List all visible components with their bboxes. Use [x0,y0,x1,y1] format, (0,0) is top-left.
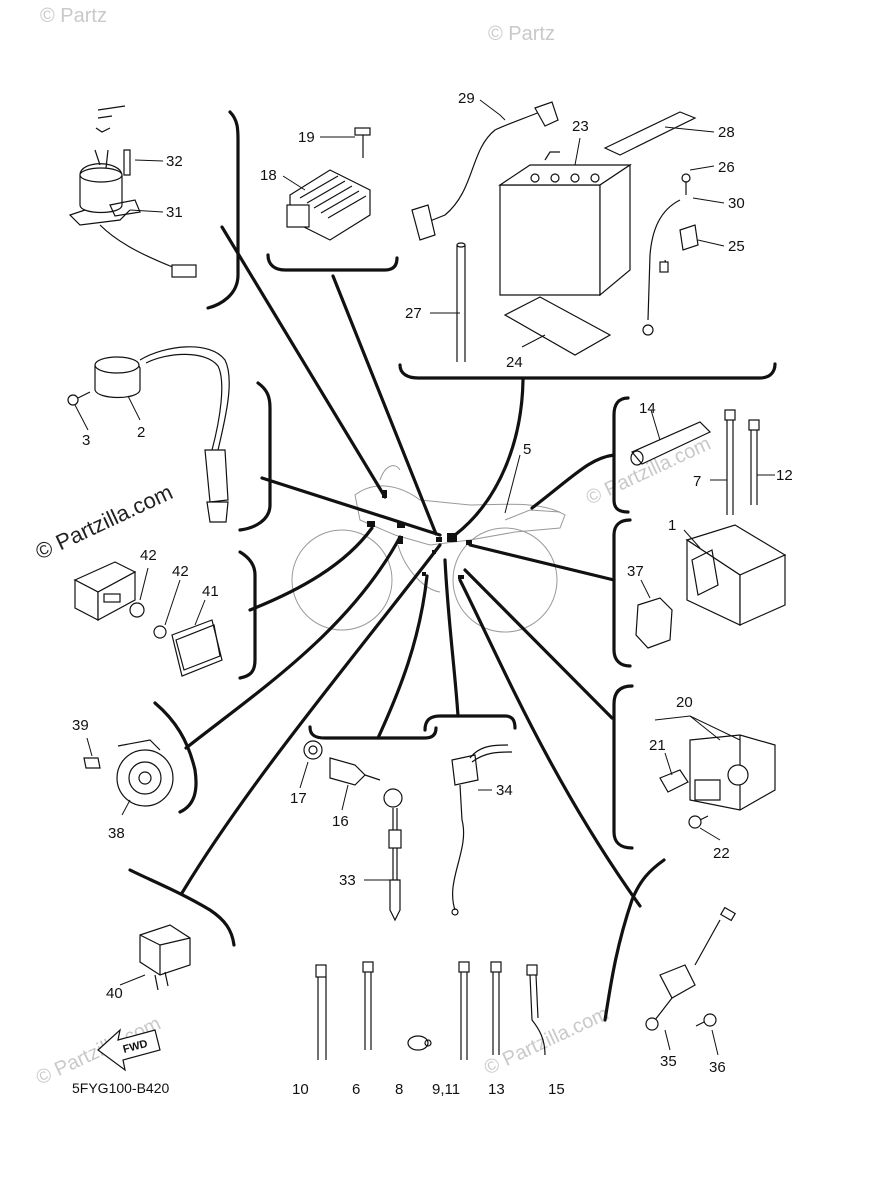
watermark-bottom-mid: © Partzilla.com [481,1003,612,1080]
horn-part [83,739,174,807]
callout-36: 36 [709,1059,726,1076]
callout-21: 21 [649,737,666,754]
callout-numbers: 29 23 28 26 30 25 27 24 19 18 32 31 2 3 … [72,90,793,1098]
rectifier-regulator-part [286,127,371,241]
callout-42-right: 42 [172,563,189,580]
callout-42-left: 42 [140,547,157,564]
callout-10: 10 [292,1081,309,1098]
callout-1: 1 [668,517,676,534]
callout-12: 12 [776,467,793,484]
callout-7: 7 [693,473,701,490]
callout-41: 41 [202,583,219,600]
flasher-relay-part [139,924,191,991]
callout-25: 25 [728,238,745,255]
callout-17: 17 [290,790,307,807]
callout-2: 2 [137,424,145,441]
pointer-lines [74,99,775,1056]
brake-switch-part [645,906,737,1031]
callout-22: 22 [713,845,730,862]
callout-16: 16 [332,813,349,830]
reflector-part [73,561,223,677]
watermark-top-right: © Partz [488,23,555,45]
cable-ties-part [315,961,546,1060]
motorcycle-outline [291,465,566,633]
leader-lines [180,225,642,908]
watermark-top-left: © Partz [40,5,107,27]
callout-35: 35 [660,1053,677,1070]
callout-33: 33 [339,872,356,889]
callout-29: 29 [458,90,475,107]
battery-part [411,101,699,362]
callout-24: 24 [506,354,523,371]
callout-13: 13 [488,1081,505,1098]
callout-15: 15 [548,1081,565,1098]
pipe-and-ties-part [630,409,760,515]
thermo-switch-part [451,744,513,916]
forward-arrow: FWD [97,1028,161,1072]
neutral-switch-part [303,740,403,922]
callout-39: 39 [72,717,89,734]
callout-31: 31 [166,204,183,221]
callout-23: 23 [572,118,589,135]
callout-32: 32 [166,153,183,170]
main-switch-part [68,105,197,278]
callout-34: 34 [496,782,513,799]
callout-9-11: 9,11 [432,1081,460,1098]
callout-30: 30 [728,195,745,212]
callout-6: 6 [352,1081,360,1098]
callout-37: 37 [627,563,644,580]
ignition-coil-part [67,346,230,523]
callout-27: 27 [405,305,422,322]
callout-14: 14 [639,400,656,417]
callout-40: 40 [106,985,123,1002]
callout-19: 19 [298,129,315,146]
group-frames [128,110,777,1022]
callout-8: 8 [395,1081,403,1098]
callout-5: 5 [523,441,531,458]
diagram-code: 5FYG100-B420 [72,1080,169,1096]
callout-3: 3 [82,432,90,449]
callout-18: 18 [260,167,277,184]
starter-relay-part [659,734,776,829]
callout-20: 20 [676,694,693,711]
cdi-unit-part [635,524,787,649]
callout-28: 28 [718,124,735,141]
callout-26: 26 [718,159,735,176]
callout-38: 38 [108,825,125,842]
